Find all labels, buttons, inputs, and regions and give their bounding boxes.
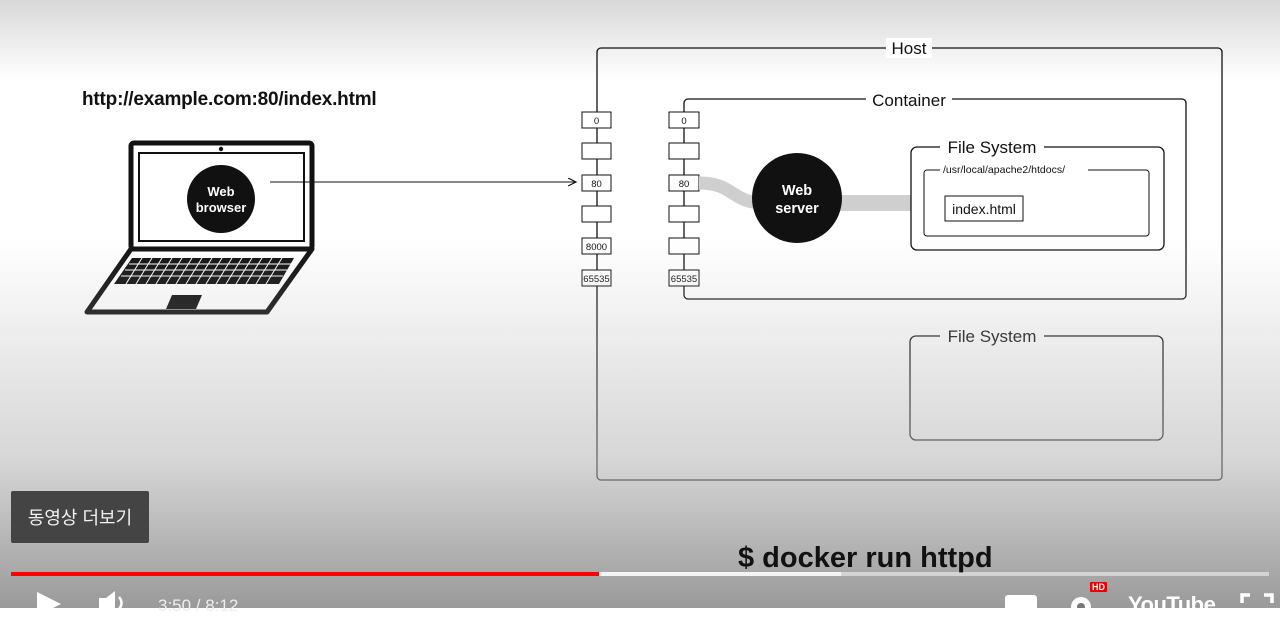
- web-browser-node: [187, 165, 255, 233]
- player-controls: 3:50 / 8:12 HD YouTube: [0, 582, 1280, 617]
- svg-text:65535: 65535: [671, 274, 697, 285]
- htdocs-path-label: /usr/local/apache2/htdocs/: [943, 164, 1065, 176]
- progress-played: [11, 572, 599, 576]
- server-to-fs-connector: [838, 195, 924, 211]
- host-file-system-label: File System: [948, 327, 1037, 346]
- index-html-label: index.html: [952, 201, 1016, 217]
- container-port-3: [668, 205, 700, 223]
- container-port-1: [668, 142, 700, 160]
- settings-gear-icon[interactable]: [1068, 594, 1094, 608]
- svg-text:80: 80: [679, 179, 690, 190]
- container-port-0: [668, 111, 700, 129]
- host-port-80: [581, 174, 612, 192]
- svg-text:80: 80: [591, 179, 602, 190]
- host-port-1: [581, 142, 612, 160]
- host-label: Host: [892, 39, 927, 58]
- host-port-0: [581, 111, 612, 129]
- web-server-label-1: Web: [782, 183, 812, 199]
- container-label: Container: [872, 91, 946, 110]
- svg-text:0: 0: [594, 116, 599, 127]
- hd-badge: HD: [1090, 582, 1107, 592]
- host-file-system-box: [909, 335, 1164, 441]
- top-gradient: [0, 0, 1280, 80]
- index-html-file: [944, 195, 1024, 222]
- more-videos-button[interactable]: 동영상 더보기: [11, 491, 149, 543]
- fullscreen-icon[interactable]: [1240, 593, 1274, 608]
- svg-text:65535: 65535: [583, 274, 609, 285]
- container-port-4: [668, 237, 700, 255]
- svg-text:8000: 8000: [586, 242, 607, 253]
- play-icon[interactable]: [34, 590, 64, 610]
- web-server-label-2: server: [775, 201, 819, 217]
- youtube-logo[interactable]: YouTube: [1128, 592, 1216, 617]
- web-browser-label-2: browser: [196, 200, 247, 215]
- volume-icon[interactable]: [97, 590, 131, 610]
- svg-text:0: 0: [681, 116, 686, 127]
- subtitles-icon[interactable]: [1004, 594, 1038, 608]
- web-server-node: [752, 153, 842, 243]
- host-port-3: [581, 205, 612, 223]
- docker-command-text: $ docker run httpd: [738, 542, 993, 574]
- progress-bar[interactable]: [11, 572, 1269, 576]
- laptop-icon: [84, 140, 315, 315]
- time-display: 3:50 / 8:12: [158, 596, 239, 615]
- container-file-system-label: File System: [948, 138, 1037, 157]
- url-text: http://example.com:80/index.html: [82, 89, 377, 110]
- web-browser-label-1: Web: [207, 184, 234, 199]
